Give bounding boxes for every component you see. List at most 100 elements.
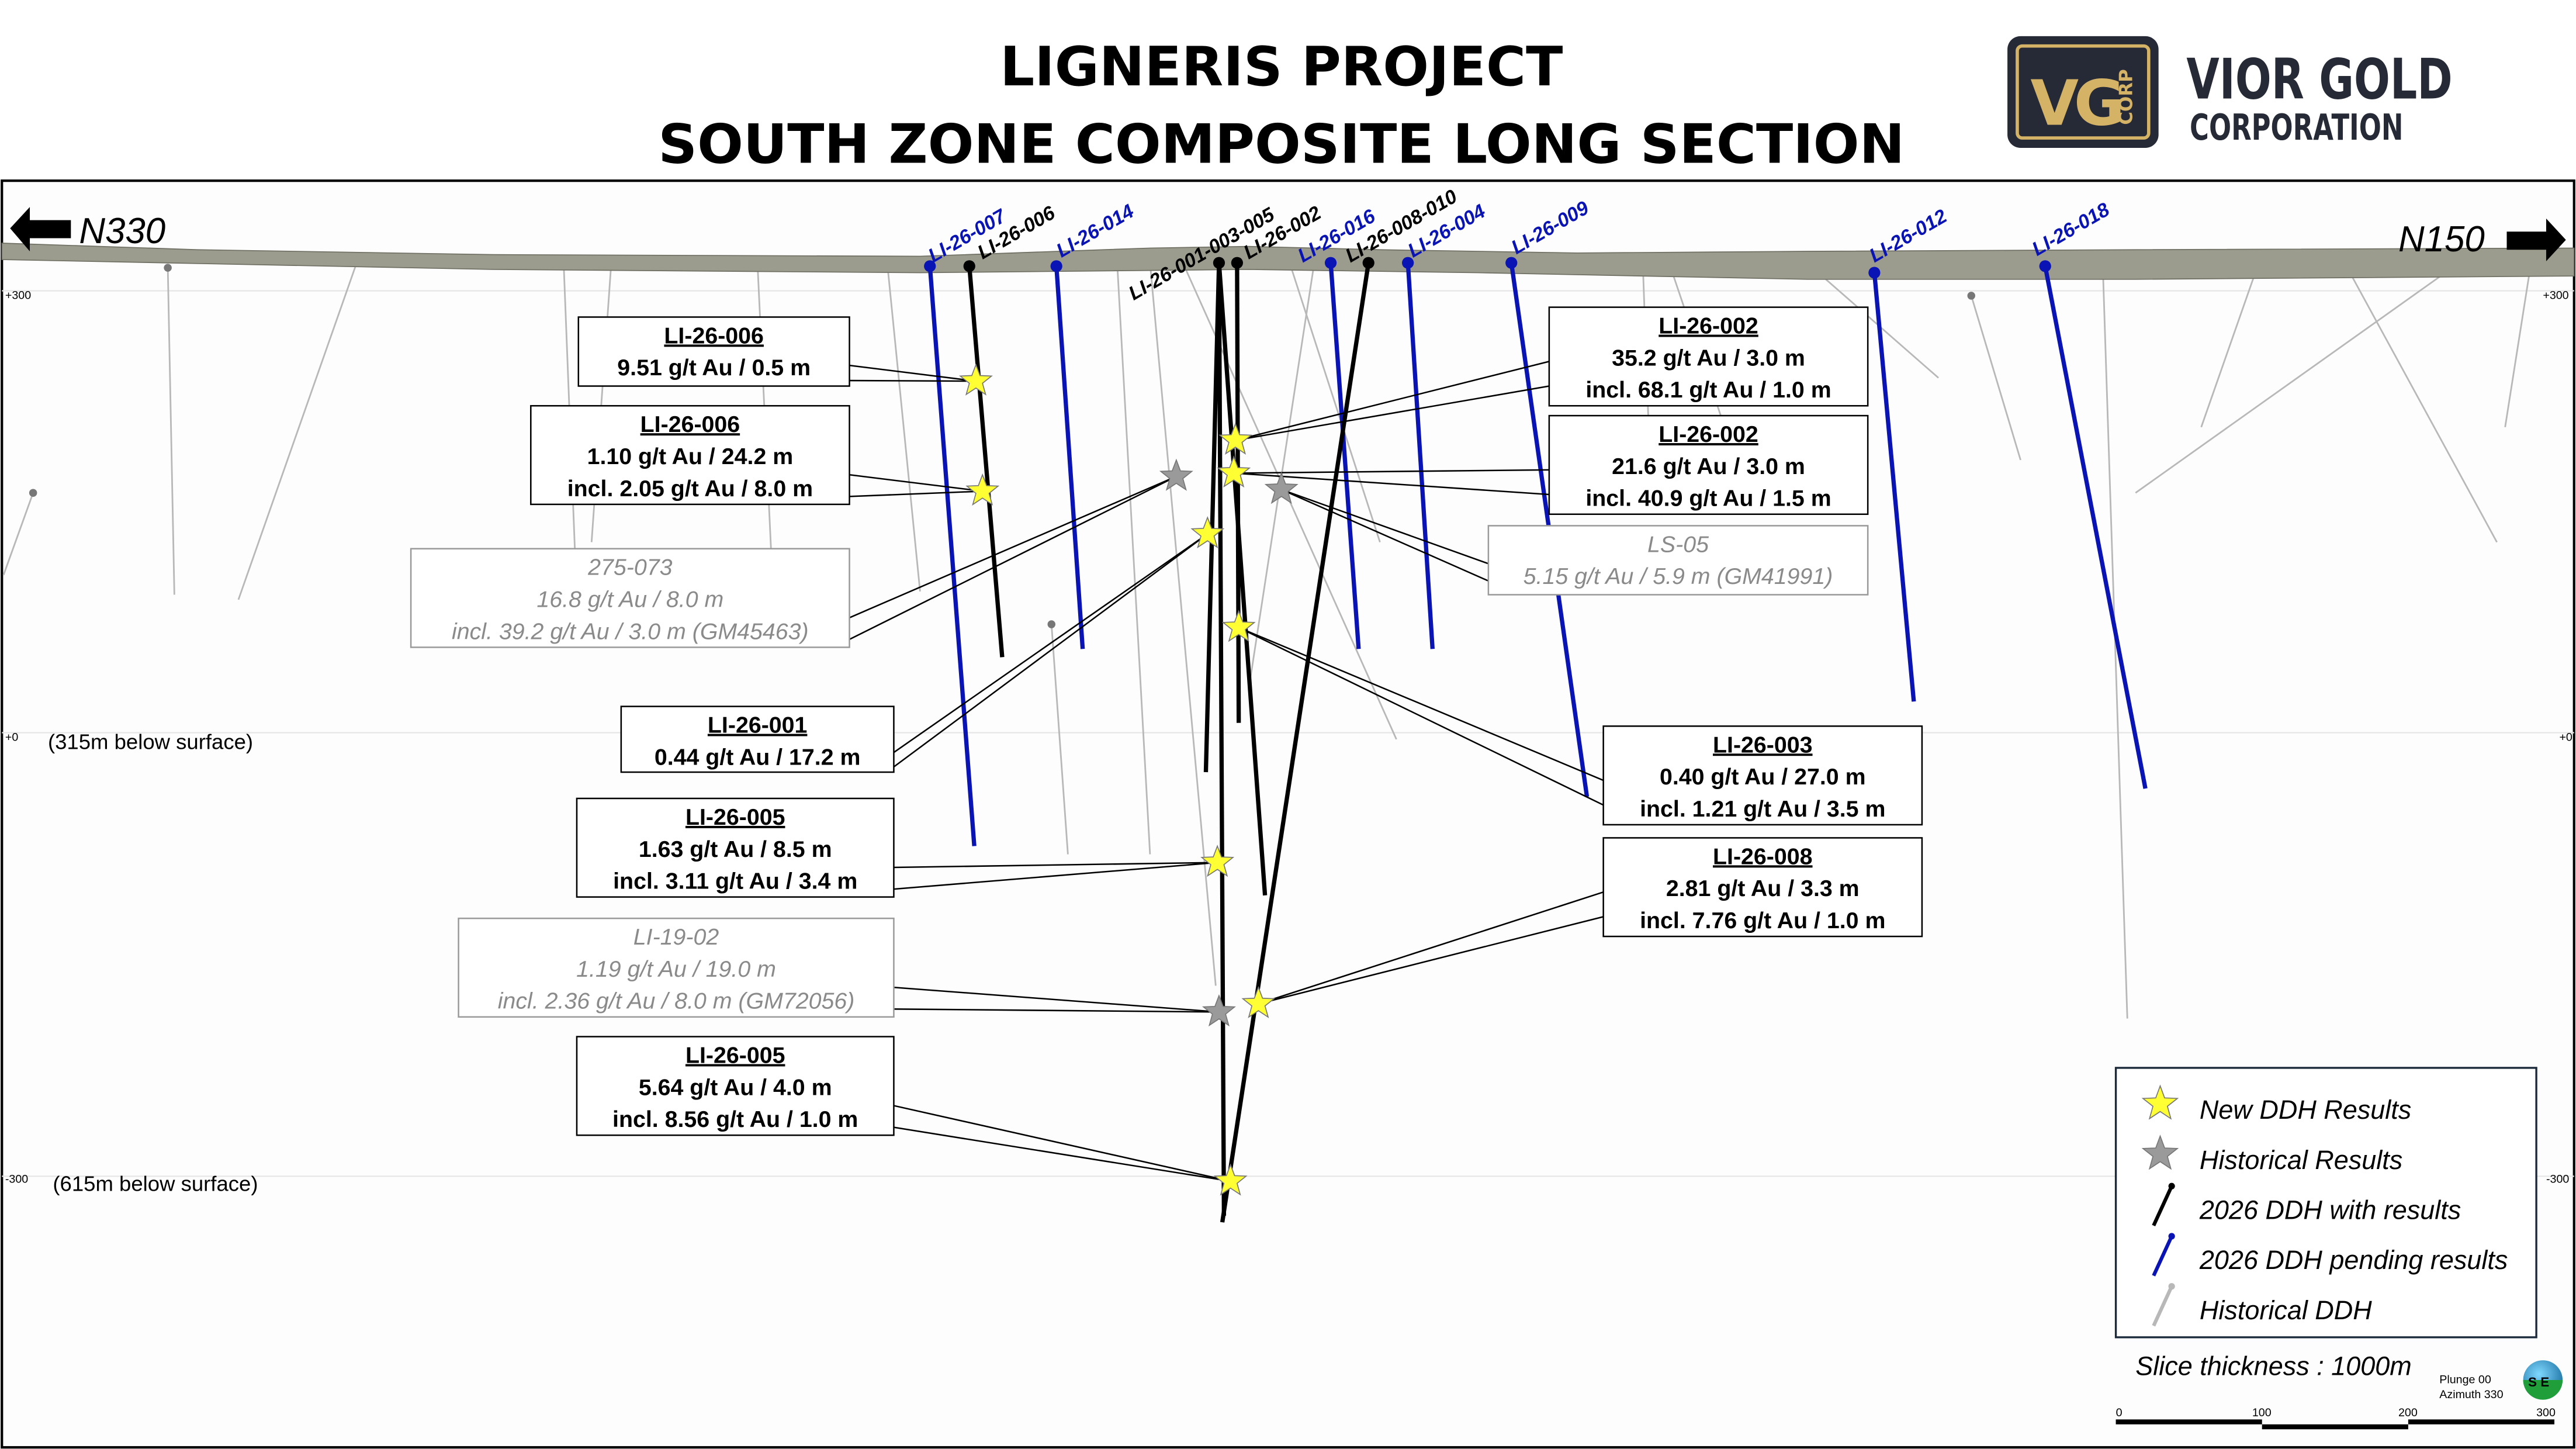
historical-collar [1967, 292, 1975, 300]
legend-label: 2026 DDH pending results [2199, 1245, 2508, 1275]
callout-hole-id: 275-073 [587, 555, 672, 580]
callout-grade: incl. 1.21 g/t Au / 3.5 m [1640, 796, 1885, 822]
grey-star-icon [1264, 472, 1299, 504]
company-logo: VG CORP VIOR GOLD CORPORATION [2007, 36, 2453, 148]
callout-grade: incl. 40.9 g/t Au / 1.5 m [1585, 486, 1831, 511]
drill-collar [1213, 257, 1225, 269]
elevation-mid-right: +0 [2559, 731, 2572, 744]
drill-hole-trace [1872, 272, 1916, 702]
callout-hole-id: LI-26-003 [1713, 732, 1813, 758]
elevation-top-right: +300 [2543, 289, 2568, 302]
yellow-star-icon [2141, 1084, 2179, 1120]
drill-hole-trace [2043, 265, 2148, 789]
callout-historical: LS-055.15 g/t Au / 5.9 m (GM41991) [1264, 472, 1869, 596]
historical-hole-trace [2135, 270, 2449, 494]
drill-hole-trace [1220, 262, 1371, 1223]
legend-item: New DDH Results [2141, 1084, 2411, 1125]
direction-right-label: N150 [2398, 219, 2485, 260]
drill-hole-trace [1328, 262, 1361, 649]
blue-line-icon [2152, 1235, 2173, 1277]
callout-grade: 1.19 g/t Au / 19.0 m [576, 956, 776, 982]
callout-new: LI-26-001 0.44 g/t Au / 17.2 m [620, 516, 1225, 773]
slice-thickness: Slice thickness : 1000m [2135, 1351, 2411, 1381]
elevation-bottom-right: -300 [2546, 1173, 2569, 1186]
historical-hole-trace [2504, 271, 2531, 427]
orientation-sphere-icon: S E [2523, 1360, 2563, 1400]
drill-collar [1324, 257, 1337, 269]
callout-hole-id: LI-26-008 [1713, 843, 1813, 869]
scale-tick: 100 [2252, 1406, 2272, 1419]
title-line-1: LIGNERIS PROJECT [1000, 35, 1563, 98]
callout-box [576, 1036, 895, 1136]
drill-hole-trace [1054, 266, 1085, 649]
callout-hole-id: LI-26-006 [640, 411, 740, 437]
historical-hole-trace [167, 268, 175, 595]
callout-box [530, 404, 850, 506]
drill-hole-trace [1217, 262, 1227, 1216]
view-azimuth: Azimuth 330 [2439, 1388, 2503, 1401]
callout-historical: 275-073 16.8 g/t Au / 8.0 m incl. 39.2 g/t… [410, 458, 1193, 648]
scale-tick: 0 [2116, 1406, 2123, 1419]
callout-box [620, 706, 895, 773]
arrow-left-icon [10, 207, 71, 252]
callout-new: LI-26-006 1.10 g/t Au / 24.2 m incl. 2.05 … [530, 404, 1000, 506]
historical-collar [29, 489, 37, 497]
callout-hole-id: LI-26-005 [685, 804, 785, 830]
drill-collar [924, 260, 936, 272]
drill-collar [1402, 257, 1414, 269]
yellow-star-icon [1218, 422, 1253, 455]
callout-grade: 9.51 g/t Au / 0.5 m [617, 355, 811, 381]
legend-item: Historical DDH [2152, 1283, 2372, 1327]
historical-hole-trace [1289, 262, 1381, 542]
scale-tick: 300 [2536, 1406, 2556, 1419]
compass-letters: S E [2528, 1375, 2549, 1389]
historical-hole-trace [886, 262, 921, 592]
callout-grade: 16.8 g/t Au / 8.0 m [536, 587, 723, 613]
callout-grade: incl. 2.36 g/t Au / 8.0 m (GM72056) [498, 988, 855, 1014]
historical-hole-trace [2200, 262, 2260, 428]
callout-box [1487, 525, 1869, 596]
direction-left-label: N330 [79, 211, 165, 251]
callout-box [577, 316, 850, 387]
drill-hole-trace [967, 266, 1005, 658]
callout-grade: incl. 39.2 g/t Au / 3.0 m (GM45463) [452, 618, 809, 644]
direction-left: N330 [10, 207, 165, 252]
drill-hole-trace [1235, 262, 1241, 723]
drill-collar [1050, 260, 1062, 272]
svg-text:VG: VG [2030, 68, 2120, 140]
title-line-2: SOUTH ZONE COMPOSITE LONG SECTION [658, 112, 1905, 175]
callout-box [1548, 414, 1869, 516]
direction-right: N150 [2398, 218, 2566, 261]
historical-hole-trace [1806, 262, 1939, 379]
yellow-star-icon [1190, 516, 1225, 549]
drill-hole-trace [1217, 262, 1268, 896]
drill-collar [2039, 260, 2051, 272]
callout-grade: incl. 2.05 g/t Au / 8.0 m [567, 476, 813, 502]
callout-hole-id: LI-19-02 [633, 924, 719, 950]
callout-grade: 1.10 g/t Au / 24.2 m [587, 444, 794, 469]
grey-star-icon [1159, 458, 1193, 491]
drill-hole-trace [927, 266, 977, 846]
callout-grade: 2.81 g/t Au / 3.3 m [1666, 876, 1860, 901]
historical-hole-trace [1970, 295, 2021, 461]
drill-collar [1505, 257, 1518, 269]
historical-hole-trace [237, 262, 358, 600]
callout-grade: 5.64 g/t Au / 4.0 m [639, 1074, 832, 1100]
drill-hole-trace [1405, 262, 1435, 649]
arrow-right-icon [2506, 218, 2566, 261]
callout-historical: LI-19-02 1.19 g/t Au / 19.0 m incl. 2.36 g… [458, 917, 1236, 1027]
callout-grade: incl. 68.1 g/t Au / 1.0 m [1585, 377, 1831, 403]
yellow-star-icon [1217, 455, 1251, 488]
topographic-surface [1, 243, 2575, 280]
callout-hole-id: LI-26-001 [708, 713, 808, 738]
callout-grade: 0.44 g/t Au / 17.2 m [655, 744, 861, 770]
callout-box [410, 548, 850, 648]
yellow-star-icon [1213, 1163, 1248, 1196]
historical-collar [1047, 620, 1056, 628]
callout-hole-id: LI-26-005 [685, 1042, 785, 1068]
